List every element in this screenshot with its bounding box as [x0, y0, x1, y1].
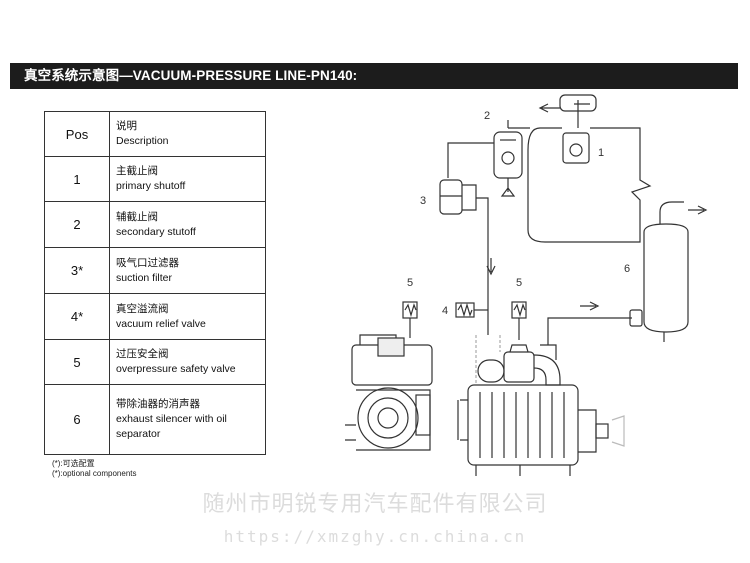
tank-top-fitting — [559, 94, 597, 112]
table-header-row: Pos 说明 Description — [44, 111, 266, 157]
label-2: 2 — [484, 110, 490, 122]
suction-line — [476, 197, 489, 335]
description-cn: 带除油器的消声器 — [116, 398, 200, 410]
title-bar: 真空系统示意图—VACUUM-PRESSURE LINE-PN140: — [10, 63, 738, 89]
secondary-pipe — [507, 120, 530, 129]
table-row: 4* 真空溢流阀 vacuum relief valve — [44, 293, 266, 340]
page-title: 真空系统示意图—VACUUM-PRESSURE LINE-PN140: — [24, 68, 358, 83]
watermark-url: https://xmzghy.cn.china.cn — [223, 527, 527, 546]
description-en: primary shutoff — [116, 180, 186, 192]
description-en: secondary stutoff — [116, 225, 196, 238]
feed-line — [447, 142, 494, 178]
note-cn: (*):可选配置 — [52, 459, 95, 468]
pos-cell: 3* — [44, 247, 110, 294]
pos-cell: 6 — [44, 384, 110, 455]
tank-top-arrow — [538, 103, 560, 113]
vacuum-tank — [527, 127, 652, 243]
down-arrow — [486, 258, 496, 276]
table-row: 5 过压安全阀 overpressure safety valve — [44, 339, 266, 385]
table-row: 2 辅截止阀 secondary stutoff — [44, 201, 266, 248]
description-cn: 真空溢流阀 — [116, 302, 169, 315]
description-en: overpressure safety valve — [116, 363, 236, 375]
pos-cell: 2 — [44, 201, 110, 248]
label-6: 6 — [624, 263, 630, 275]
description-cell: 过压安全阀 overpressure safety valve — [109, 339, 266, 385]
pos-cell: 1 — [44, 156, 110, 202]
exhaust-silencer — [643, 223, 689, 333]
description-cell: 真空溢流阀 vacuum relief valve — [109, 293, 266, 340]
left-pump-unit — [345, 334, 433, 451]
primary-shutoff-valve — [562, 132, 590, 164]
description-en: exhaust silencer with oil separator — [116, 413, 227, 440]
label-1: 1 — [598, 147, 604, 159]
description-header: 说明 Description — [109, 111, 266, 157]
label-5-right: 5 — [516, 277, 522, 289]
table-row: 1 主截止阀 primary shutoff — [44, 156, 266, 202]
tank-top-pipe — [574, 100, 590, 128]
suction-filter — [439, 179, 463, 215]
description-cell: 辅截止阀 secondary stutoff — [109, 201, 266, 248]
description-cn: 辅截止阀 — [116, 210, 158, 223]
description-cell: 吸气口过滤器 suction filter — [109, 247, 266, 294]
note-en: (*):optional components — [52, 469, 137, 478]
description-cell: 带除油器的消声器 exhaust silencer with oil separ… — [109, 384, 266, 455]
label-3: 3 — [420, 195, 426, 207]
description-cn: 吸气口过滤器 — [116, 256, 179, 269]
description-en: suction filter — [116, 271, 173, 284]
description-header-cn: 说明 — [116, 120, 137, 132]
label-5-left: 5 — [407, 277, 413, 289]
exhaust-line — [547, 317, 632, 345]
main-pump-unit — [457, 335, 625, 476]
description-en: vacuum relief valve — [116, 317, 206, 330]
component-table: Pos 说明 Description 1 主截止阀 primary shutof… — [44, 111, 266, 455]
secondary-shutoff-valve — [493, 131, 523, 179]
table-row: 6 带除油器的消声器 exhaust silencer with oil sep… — [44, 384, 266, 455]
description-cn: 主截止阀 — [116, 165, 158, 177]
description-header-en: Description — [116, 135, 169, 147]
label-4: 4 — [442, 305, 448, 317]
table-row: 3* 吸气口过滤器 suction filter — [44, 247, 266, 294]
description-cell: 主截止阀 primary shutoff — [109, 156, 266, 202]
watermark-company: 随州市明锐专用汽车配件有限公司 — [202, 491, 548, 516]
description-cn: 过压安全阀 — [116, 348, 169, 360]
pos-cell: 4* — [44, 293, 110, 340]
